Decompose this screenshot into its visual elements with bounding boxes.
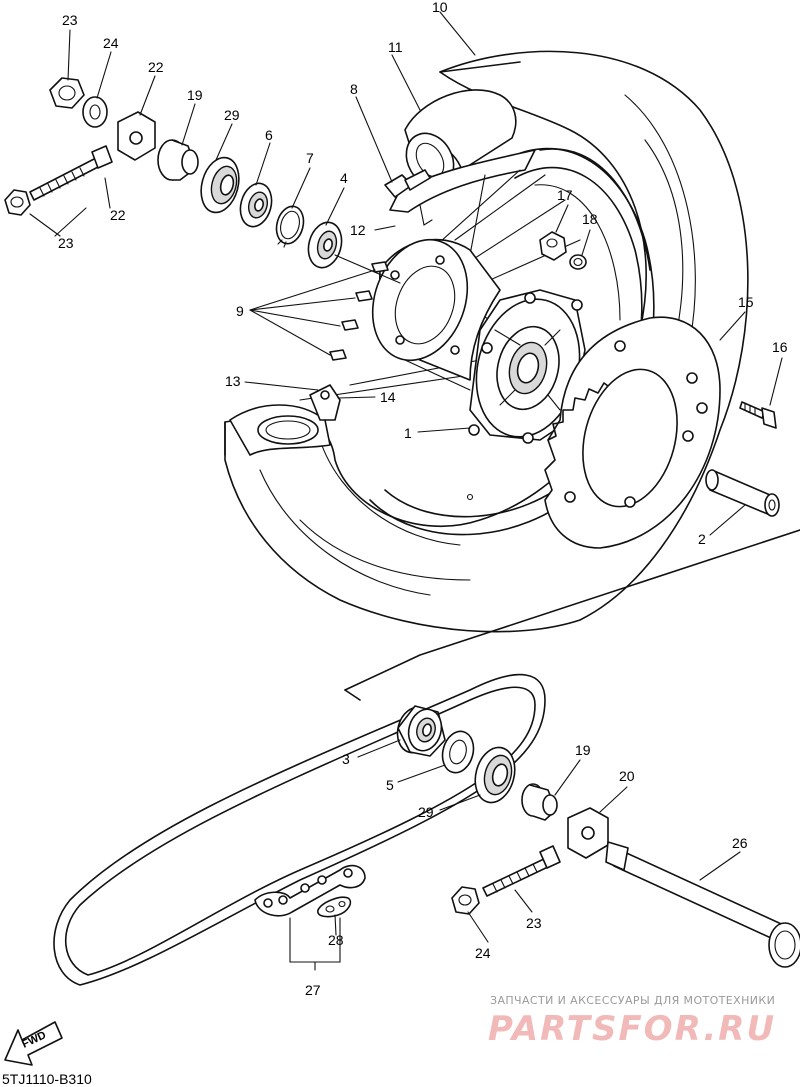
callout-23-top: 23 (58, 235, 74, 251)
callout-23-bottom: 24 (475, 945, 491, 961)
callout-4: 4 (340, 170, 348, 186)
callout-6: 6 (265, 127, 273, 143)
callout-17: 17 (557, 187, 573, 203)
callout-26: 24 (103, 35, 119, 51)
lock-washer (569, 254, 587, 270)
callout-1: 1 (404, 425, 412, 441)
callout-20: 20 (619, 768, 635, 784)
leader-lines (29, 11, 783, 971)
callout-9: 9 (236, 303, 244, 319)
valve (384, 169, 431, 198)
hub-bolts (329, 261, 389, 361)
lower-parts (396, 705, 800, 968)
diagram-code: 5TJ1110-B310 (2, 1071, 92, 1087)
callout-27: 27 (305, 982, 321, 998)
callout-18: 18 (582, 211, 598, 227)
callout-24: 26 (732, 835, 748, 851)
callout-3: 3 (342, 751, 350, 767)
callout-10: 10 (432, 0, 448, 15)
callout-2: 2 (698, 531, 706, 547)
callout-28: 28 (328, 932, 344, 948)
callout-29-bottom: 29 (418, 804, 434, 820)
callout-29-top: 29 (224, 107, 240, 123)
sprocket-nut (539, 231, 567, 261)
callout-25: 23 (62, 12, 78, 28)
sprocket-bolt (739, 401, 777, 429)
callout-14: 14 (380, 389, 396, 405)
separator-line-2 (344, 689, 361, 701)
callout-16: 16 (772, 339, 788, 355)
callout-11: 11 (388, 39, 403, 55)
separator-line (344, 529, 800, 691)
callout-labels: 23 24 22 19 29 6 7 4 8 11 10 12 9 13 14 … (58, 0, 788, 998)
fwd-arrow-icon: FWD (4, 1021, 63, 1066)
watermark-brand: PARTSFOR.RU (488, 1009, 776, 1049)
collar (705, 469, 780, 517)
drive-chain (53, 673, 546, 986)
caliper-bracket (229, 384, 341, 456)
callout-19-top: 19 (187, 87, 203, 103)
callout-13: 13 (225, 373, 241, 389)
callout-19-bottom: 19 (575, 742, 591, 758)
callout-15: 15 (738, 294, 754, 310)
callout-22-bottom: 23 (526, 915, 542, 931)
left-parts (4, 77, 401, 284)
hub (371, 238, 586, 444)
callout-21: 22 (148, 59, 164, 75)
rim-band (389, 149, 536, 226)
callout-7: 7 (306, 150, 314, 166)
sprocket (544, 316, 721, 549)
callout-12: 12 (350, 222, 366, 238)
callout-5: 5 (386, 777, 394, 793)
callout-22-top: 22 (110, 207, 126, 223)
watermark-tagline: ЗАПЧАСТИ И АКСЕССУАРЫ ДЛЯ МОТОТЕХНИКИ (490, 994, 775, 1007)
callout-8: 8 (350, 81, 358, 97)
